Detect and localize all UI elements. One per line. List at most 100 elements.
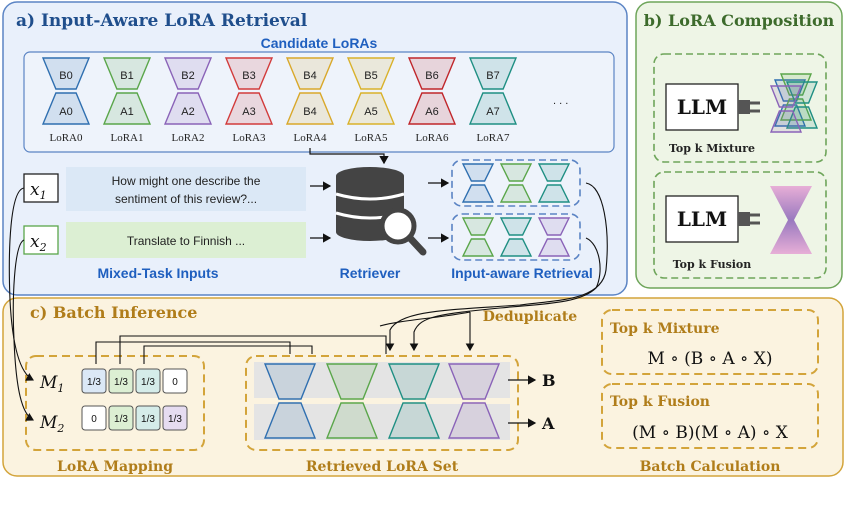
- dedup-fanout-connector: [379, 311, 470, 350]
- candidate-lora-name: LoRA4: [294, 132, 328, 144]
- plug-icon-mixture: [738, 100, 760, 114]
- m1-cell-1: [108, 368, 134, 394]
- candidate-lora-3-b-trapezoid: [224, 57, 274, 90]
- candidate-lora-7-b-trapezoid: [468, 57, 518, 90]
- retrieved-lora-3-b-trapezoid: [447, 363, 501, 400]
- candidate-lora-b-label: B3: [242, 70, 255, 82]
- candidate-lora-6-b-trapezoid: [407, 57, 457, 90]
- candidate-lora-a-label: A2: [181, 106, 194, 118]
- m1-cell-value-2: 1/3: [141, 377, 155, 388]
- mix-lora-2-a-trapezoid: [785, 106, 819, 129]
- set2-lora-2-b-trapezoid: [537, 217, 571, 236]
- input-aware-retrieval-label: Input-aware Retrieval: [451, 265, 593, 281]
- a-band: [254, 404, 510, 440]
- retrieved-lora-3-a-trapezoid: [447, 402, 501, 439]
- candidate-lora-name: LoRA2: [172, 132, 205, 144]
- candidate-loras-box: [23, 51, 615, 153]
- candidate-lora-name: LoRA0: [50, 132, 84, 144]
- candidate-lora-a-label: A6: [425, 106, 438, 118]
- candidate-lora-b-label: B2: [181, 70, 194, 82]
- candidate-lora-a-label: A3: [242, 106, 255, 118]
- set1-lora-1-b-trapezoid: [499, 163, 533, 182]
- candidate-lora-4-a-trapezoid: [285, 92, 335, 125]
- candidate-lora-name: LoRA5: [355, 132, 389, 144]
- x1-to-m1-connector: [8, 187, 34, 381]
- m2-cell-value-2: 1/3: [141, 414, 155, 425]
- candidate-lora-name: LoRA1: [111, 132, 144, 144]
- x2-to-m2-connector: [12, 239, 34, 421]
- m2-cell-3: [162, 405, 188, 431]
- candidate-lora-1-a-trapezoid: [102, 92, 152, 125]
- m2-cell-2: [135, 405, 161, 431]
- set2-lora-1-b-trapezoid: [499, 217, 533, 236]
- plug-icon-fusion: [738, 212, 760, 226]
- fused-lora-shape: [770, 186, 812, 254]
- retrieved-set-x2: [451, 213, 581, 261]
- candidate-lora-a-label: A7: [486, 106, 499, 118]
- retrieved-lora-2-b-trapezoid: [387, 363, 441, 400]
- llm-label-mixture: LLM: [677, 95, 727, 119]
- top-k-fusion-caption: Top k Fusion: [673, 258, 752, 271]
- fusion-calc-box: [601, 383, 819, 449]
- input-query-1: [66, 167, 306, 211]
- set1-lora-1-a-trapezoid: [499, 184, 533, 203]
- mixture-calc-box: [601, 309, 819, 375]
- candidate-lora-2-a-trapezoid: [163, 92, 213, 125]
- candidate-lora-3-a-trapezoid: [224, 92, 274, 125]
- m2-cell-0: [81, 405, 107, 431]
- candidate-lora-b-label: B1: [120, 70, 133, 82]
- b-matrix-label: B: [542, 371, 556, 390]
- candidate-lora-b-label: B6: [425, 70, 438, 82]
- input-query-1-line2: sentiment of this review?...: [115, 192, 257, 206]
- set1-lora-0-b-trapezoid: [461, 163, 495, 182]
- retrieved-lora-1-b-trapezoid: [325, 363, 379, 400]
- candidate-lora-5-a-trapezoid: [346, 92, 396, 125]
- candidate-lora-5-b-trapezoid: [346, 57, 396, 90]
- fusion-calc-title: Top k Fusion: [610, 394, 710, 410]
- candidate-lora-b-label: B0: [59, 70, 72, 82]
- retrieved-lora-set: [254, 362, 510, 440]
- m2-cell-1: [108, 405, 134, 431]
- batch-calculation-caption: Batch Calculation: [640, 459, 781, 475]
- candidate-lora-2-b-trapezoid: [163, 57, 213, 90]
- mix-lora-0-a-trapezoid: [773, 104, 807, 127]
- lora-mapping-caption: LoRA Mapping: [57, 459, 173, 475]
- retrieved-lora-2-a-trapezoid: [387, 402, 441, 439]
- a-matrix-label: A: [541, 414, 555, 433]
- top-k-mixture-caption: Top k Mixture: [669, 142, 755, 155]
- x1-symbol: x1: [30, 180, 47, 202]
- m1-cell-2: [135, 368, 161, 394]
- candidate-lora-0-b-trapezoid: [41, 57, 91, 90]
- fusion-formula: (M ∘ B)(M ∘ A) ∘ X: [632, 423, 789, 443]
- retrieved-lora-0-a-trapezoid: [263, 402, 317, 439]
- composition-panel-title: b) LoRA Composition: [644, 11, 835, 30]
- magnifier-icon: [379, 207, 427, 256]
- candidate-ellipsis: . . .: [553, 95, 568, 107]
- mix-lora-3-a-trapezoid: [769, 110, 803, 133]
- m1-cell-3: [162, 368, 188, 394]
- candidate-lora-6-a-trapezoid: [407, 92, 457, 125]
- m2-cell-value-0: 0: [91, 414, 97, 425]
- llm-label-fusion: LLM: [677, 207, 727, 231]
- mix-lora-2-b-trapezoid: [785, 81, 819, 104]
- set2-lora-0-b-trapezoid: [461, 217, 495, 236]
- candidate-loras-row: B0A0LoRA0B1A1LoRA1B2A2LoRA2B3A3LoRA3B4B4…: [41, 57, 518, 144]
- m1-cell-0: [81, 368, 107, 394]
- set1-lora-2-b-trapezoid: [537, 163, 571, 182]
- candidate-lora-a-label: A1: [120, 106, 133, 118]
- candidate-lora-a-label: A0: [59, 106, 72, 118]
- mix-lora-3-b-trapezoid: [769, 85, 803, 108]
- batch-inference-title: c) Batch Inference: [30, 303, 197, 322]
- retrieved-lora-1-a-trapezoid: [325, 402, 379, 439]
- set2-lora-0-a-trapezoid: [461, 238, 495, 257]
- llm-box-mixture: [665, 83, 739, 131]
- m2-symbol: M2: [39, 413, 64, 435]
